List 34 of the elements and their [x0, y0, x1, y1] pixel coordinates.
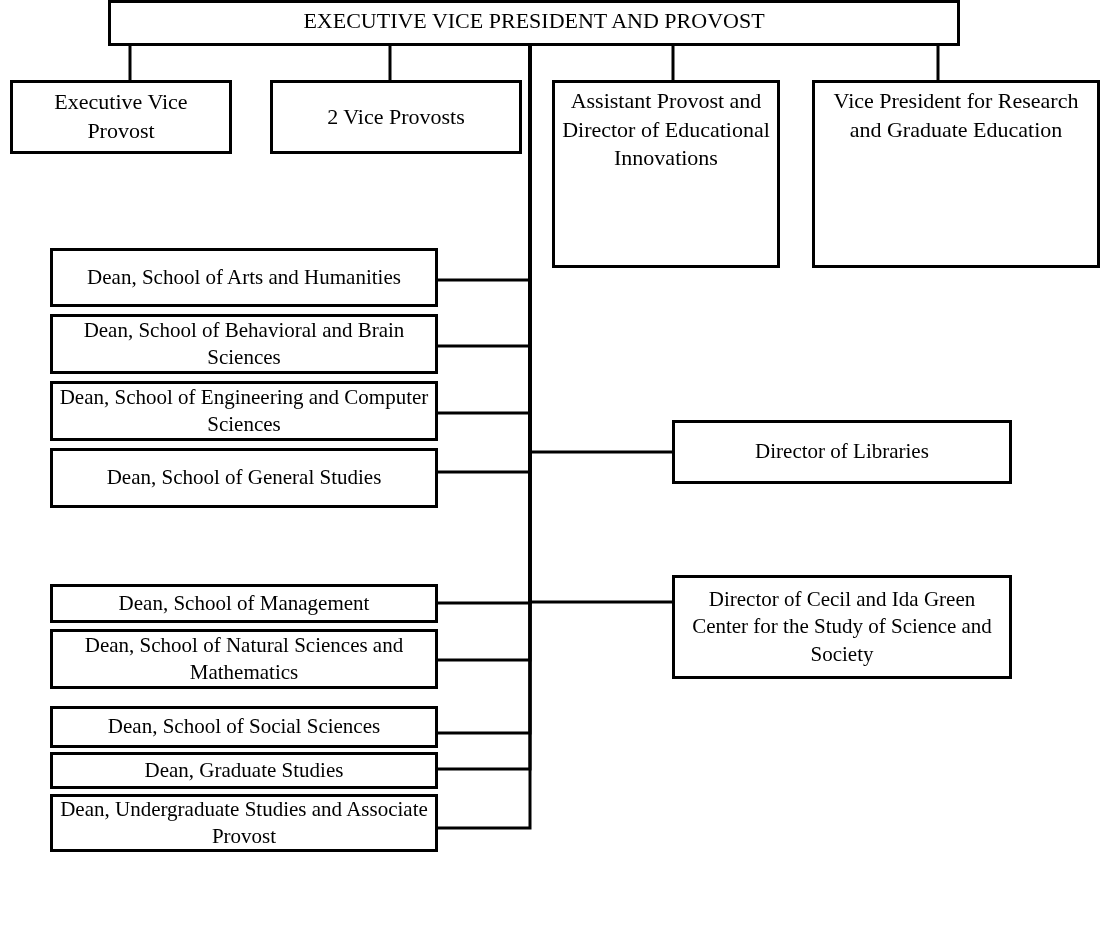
- position-title: Vice President for Research and Graduate Education: [832, 87, 1080, 144]
- org-box: [108, 0, 960, 46]
- position-title: Executive Vice Provost: [53, 88, 189, 145]
- position-title: 2 Vice Provosts: [327, 102, 465, 131]
- org-box: [10, 80, 232, 154]
- position-title: Dean, Graduate Studies: [144, 756, 344, 784]
- position-title: Dean, School of Arts and Humanities: [87, 263, 401, 291]
- org-box: [50, 629, 438, 689]
- connector-line: [388, 46, 392, 80]
- position-title: Assistant Provost and Director of Educational Innovations: [561, 87, 771, 173]
- connector-line: [128, 46, 132, 80]
- position-title: Dean, School of Management: [118, 589, 370, 617]
- connector-line: [936, 46, 940, 80]
- org-box: [552, 80, 780, 268]
- org-box: [50, 584, 438, 623]
- position-title: Dean, School of Engineering and Computer Sciences: [59, 383, 429, 438]
- position-title: Dean, Undergraduate Studies and Associate Provost: [59, 795, 429, 850]
- position-title: Director of Cecil and Ida Green Center for the Study of Science and Society: [691, 586, 993, 668]
- position-title: Dean, School of Behavioral and Brain Sciences: [82, 316, 406, 371]
- org-box: [50, 448, 438, 508]
- position-title: EXECUTIVE VICE PRESIDENT AND PROVOST: [303, 7, 765, 35]
- connector-line: [671, 46, 675, 80]
- org-box: [50, 248, 438, 307]
- org-box: [672, 575, 1012, 679]
- org-box: [672, 420, 1012, 484]
- org-box: [50, 752, 438, 789]
- position-title: Dean, School of Natural Sciences and Mathematics: [83, 631, 405, 686]
- position-title: Director of Libraries: [755, 438, 929, 466]
- org-box: [50, 706, 438, 748]
- org-box: [50, 314, 438, 374]
- org-box: [270, 80, 522, 154]
- org-box: [812, 80, 1100, 268]
- position-title: Dean, School of General Studies: [106, 464, 382, 492]
- position-title: Dean, School of Social Sciences: [107, 713, 381, 741]
